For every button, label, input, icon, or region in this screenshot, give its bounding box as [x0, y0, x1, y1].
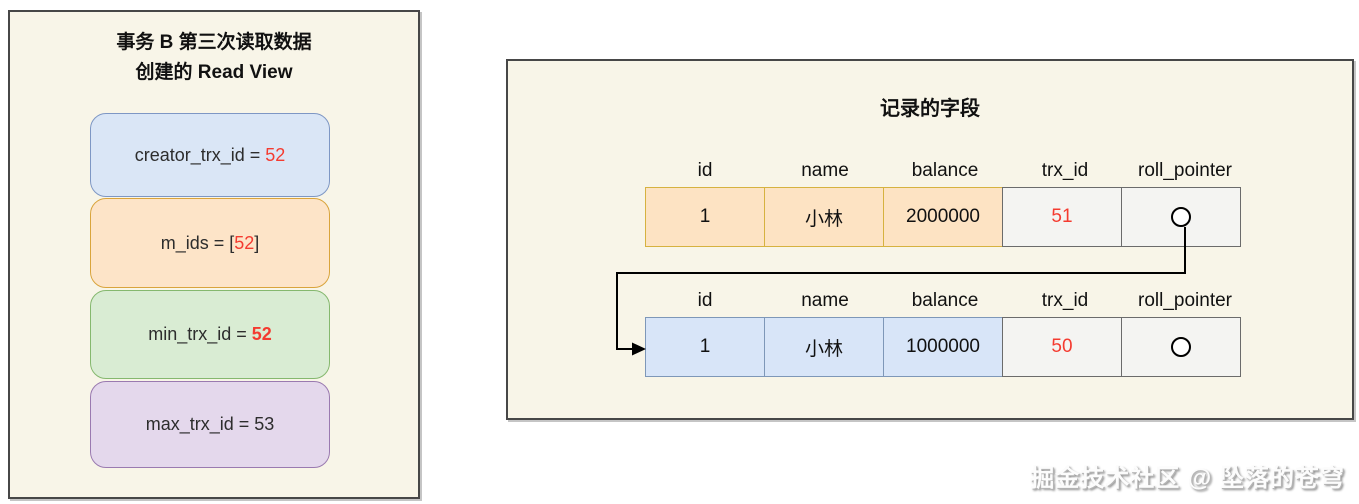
- field-suffix: ]: [254, 232, 260, 253]
- cell-roll-pointer: [1121, 187, 1241, 247]
- record-panel-title: 记录的字段: [880, 98, 980, 120]
- roll-pointer-circle-icon: [1171, 337, 1191, 357]
- field-prefix: creator_trx_id =: [134, 144, 266, 165]
- trx-id-value: 51: [1051, 206, 1073, 227]
- max-trx-id-box: max_trx_id = 53: [90, 381, 330, 468]
- read-view-panel: 事务 B 第三次读取数据 创建的 Read View creator_trx_i…: [8, 10, 420, 499]
- read-view-title: 事务 B 第三次读取数据 创建的 Read View: [10, 28, 418, 88]
- header-roll-pointer: roll_pointer: [1138, 160, 1232, 181]
- field-prefix: max_trx_id = 53: [145, 414, 275, 434]
- field-value: 52: [251, 324, 272, 344]
- cell-balance: 1000000: [883, 317, 1003, 377]
- record-panel: 记录的字段 id name balance trx_id roll_pointe…: [506, 59, 1354, 420]
- creator-trx-id-label: creator_trx_id = 52: [135, 145, 286, 166]
- field-prefix: min_trx_id =: [148, 324, 252, 344]
- read-view-title-line2: 创建的 Read View: [135, 62, 293, 83]
- creator-trx-id-box: creator_trx_id = 52: [90, 113, 330, 197]
- trx-id-value: 50: [1051, 336, 1073, 357]
- min-trx-id-box: min_trx_id = 52: [90, 290, 330, 379]
- header-name: name: [801, 290, 849, 311]
- cell-id: 1: [645, 317, 765, 377]
- undo-record-row: 1 小林 1000000 50: [645, 317, 1245, 377]
- field-value: 52: [234, 232, 255, 253]
- max-trx-id-label: max_trx_id = 53: [146, 414, 275, 435]
- roll-pointer-circle-icon: [1171, 207, 1191, 227]
- cell-trx-id: 51: [1002, 187, 1122, 247]
- watermark: 掘金技术社区 @ 坠落的苍穹: [1030, 465, 1345, 492]
- field-prefix: m_ids = [: [160, 232, 235, 253]
- header-roll-pointer: roll_pointer: [1138, 290, 1232, 311]
- header-id: id: [697, 160, 713, 181]
- field-value: 52: [265, 144, 286, 165]
- cell-trx-id: 50: [1002, 317, 1122, 377]
- header-balance: balance: [911, 290, 979, 311]
- header-trx-id: trx_id: [1041, 290, 1089, 311]
- m-ids-box: m_ids = [52]: [90, 198, 330, 288]
- header-trx-id: trx_id: [1041, 160, 1089, 181]
- header-id: id: [697, 290, 713, 311]
- cell-name: 小林: [764, 187, 884, 247]
- cell-name: 小林: [764, 317, 884, 377]
- m-ids-label: m_ids = [52]: [161, 233, 260, 254]
- header-name: name: [801, 160, 849, 181]
- read-view-title-line1: 事务 B 第三次读取数据: [116, 32, 312, 53]
- current-record-row: 1 小林 2000000 51: [645, 187, 1245, 247]
- cell-id: 1: [645, 187, 765, 247]
- cell-roll-pointer: [1121, 317, 1241, 377]
- current-record-table: id name balance trx_id roll_pointer 1 小林…: [645, 160, 1245, 247]
- cell-balance: 2000000: [883, 187, 1003, 247]
- undo-record-table: id name balance trx_id roll_pointer 1 小林…: [645, 290, 1245, 377]
- min-trx-id-label: min_trx_id = 52: [148, 324, 272, 345]
- current-record-headers: id name balance trx_id roll_pointer: [645, 160, 1245, 187]
- undo-record-headers: id name balance trx_id roll_pointer: [645, 290, 1245, 317]
- header-balance: balance: [911, 160, 979, 181]
